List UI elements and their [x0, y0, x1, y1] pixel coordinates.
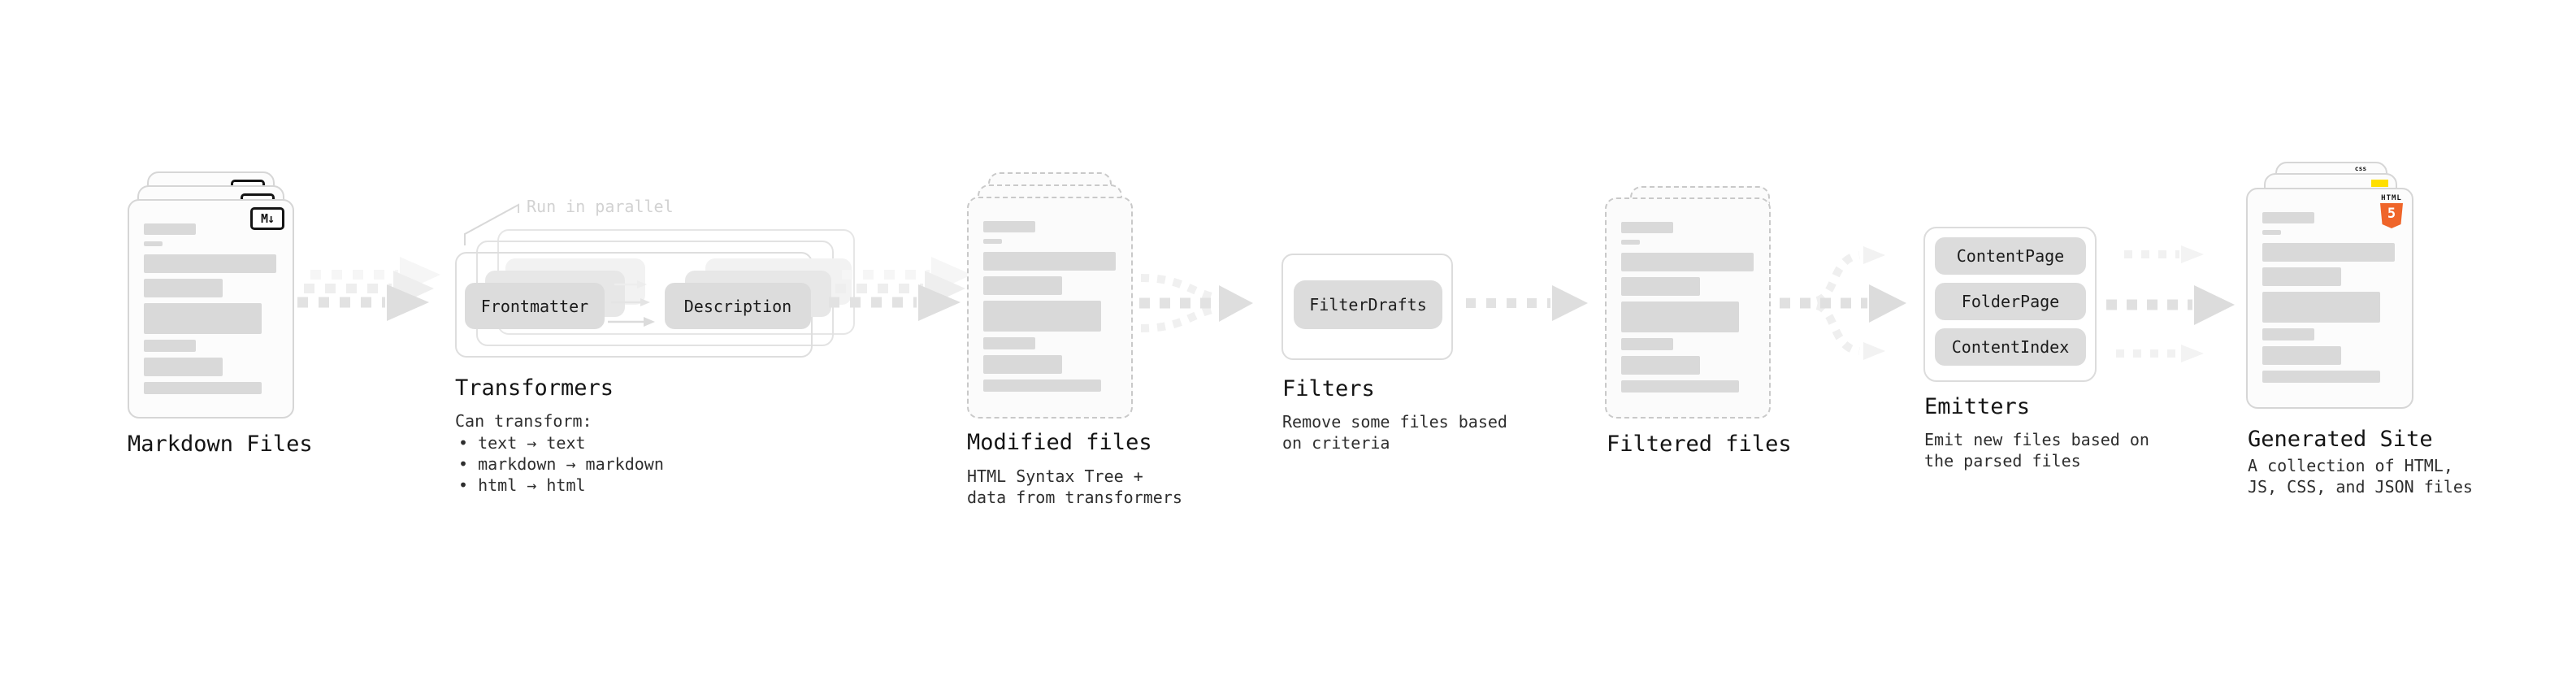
transformers-label: Transformers — [455, 375, 614, 401]
transformers-bullet-3: • html → html — [458, 475, 586, 495]
placeholder-bar — [1621, 356, 1700, 375]
document-content-skeleton — [144, 223, 276, 394]
modified-files-label: Modified files — [967, 430, 1152, 455]
contentpage-pill: ContentPage — [1935, 237, 2086, 275]
markdown-files-label: Markdown Files — [128, 432, 313, 457]
markdown-file-card-front: M↓ — [128, 199, 294, 419]
arrow-emitters-to-site — [2106, 245, 2235, 362]
placeholder-bar — [2262, 243, 2395, 262]
placeholder-bar — [144, 340, 196, 352]
arrow-markdown-to-transformers — [297, 257, 440, 321]
js-icon — [2371, 180, 2388, 187]
modified-file-card-front — [967, 197, 1133, 419]
placeholder-bar — [2262, 230, 2281, 235]
placeholder-bar — [144, 303, 262, 334]
arrow-transformers-to-modified — [829, 257, 972, 321]
placeholder-bar — [2262, 346, 2341, 365]
filtered-files-label: Filtered files — [1607, 432, 1792, 457]
document-content-skeleton — [2262, 212, 2395, 383]
filters-label: Filters — [1282, 376, 1375, 401]
placeholder-bar — [983, 221, 1035, 232]
placeholder-bar — [983, 380, 1101, 392]
html5-icon: HTML 5 — [2378, 194, 2405, 228]
document-content-skeleton — [983, 221, 1116, 392]
placeholder-bar — [144, 223, 196, 235]
placeholder-bar — [983, 337, 1035, 349]
placeholder-bar — [2262, 328, 2314, 340]
html5-icon-text: HTML — [2381, 194, 2402, 202]
generated-site-subtitle: A collection of HTML, JS, CSS, and JSON … — [2248, 456, 2473, 497]
frontmatter-pill: Frontmatter — [465, 283, 605, 329]
arrow-filters-to-filtered — [1466, 285, 1588, 321]
placeholder-bar — [144, 358, 223, 376]
placeholder-bar — [1621, 301, 1739, 332]
placeholder-bar — [2262, 371, 2380, 383]
transformers-bullet-2: • markdown → markdown — [458, 454, 664, 474]
placeholder-bar — [144, 254, 276, 273]
placeholder-bar — [144, 279, 223, 297]
placeholder-bar — [983, 239, 1002, 244]
filtered-file-card-front — [1605, 197, 1771, 419]
folderpage-pill: FolderPage — [1935, 283, 2086, 320]
modified-files-subtitle: HTML Syntax Tree + data from transformer… — [967, 466, 1182, 507]
emitters-subtitle: Emit new files based on the parsed files — [1924, 430, 2149, 471]
placeholder-bar — [1621, 240, 1640, 245]
placeholder-bar — [1621, 277, 1700, 296]
arrow-filtered-to-emitters — [1780, 246, 1906, 360]
placeholder-bar — [983, 252, 1116, 271]
html5-icon-shield: 5 — [2380, 203, 2403, 228]
placeholder-bar — [2262, 292, 2380, 323]
markdown-icon: M↓ — [250, 207, 284, 230]
arrow-modified-to-filters — [1139, 274, 1253, 332]
placeholder-bar — [1621, 380, 1739, 393]
css-icon-text: css — [2354, 165, 2367, 172]
placeholder-bar — [1621, 253, 1754, 271]
transformers-bullet-1: • text → text — [458, 433, 586, 453]
emitters-label: Emitters — [1924, 394, 2031, 419]
filterdrafts-pill: FilterDrafts — [1294, 280, 1442, 329]
placeholder-bar — [2262, 267, 2341, 286]
placeholder-bar — [983, 276, 1062, 295]
html5-icon-number: 5 — [2387, 206, 2396, 222]
placeholder-bar — [1621, 338, 1673, 350]
placeholder-bar — [144, 241, 163, 246]
run-in-parallel-annotation: Run in parallel — [527, 197, 674, 216]
placeholder-bar — [2262, 212, 2314, 223]
placeholder-bar — [1621, 222, 1673, 233]
contentindex-pill: ContentIndex — [1935, 328, 2086, 366]
transformers-subtitle: Can transform: — [455, 411, 592, 431]
filters-subtitle: Remove some files based on criteria — [1282, 412, 1507, 453]
generated-site-label: Generated Site — [2248, 427, 2433, 452]
document-content-skeleton — [1621, 222, 1754, 393]
placeholder-bar — [983, 301, 1101, 332]
frontmatter-to-description-arrows — [608, 280, 655, 327]
description-pill: Description — [665, 283, 811, 329]
run-in-parallel-bracket — [464, 203, 519, 245]
site-file-card-html: HTML 5 — [2246, 188, 2413, 409]
placeholder-bar — [144, 382, 262, 394]
placeholder-bar — [983, 355, 1062, 374]
